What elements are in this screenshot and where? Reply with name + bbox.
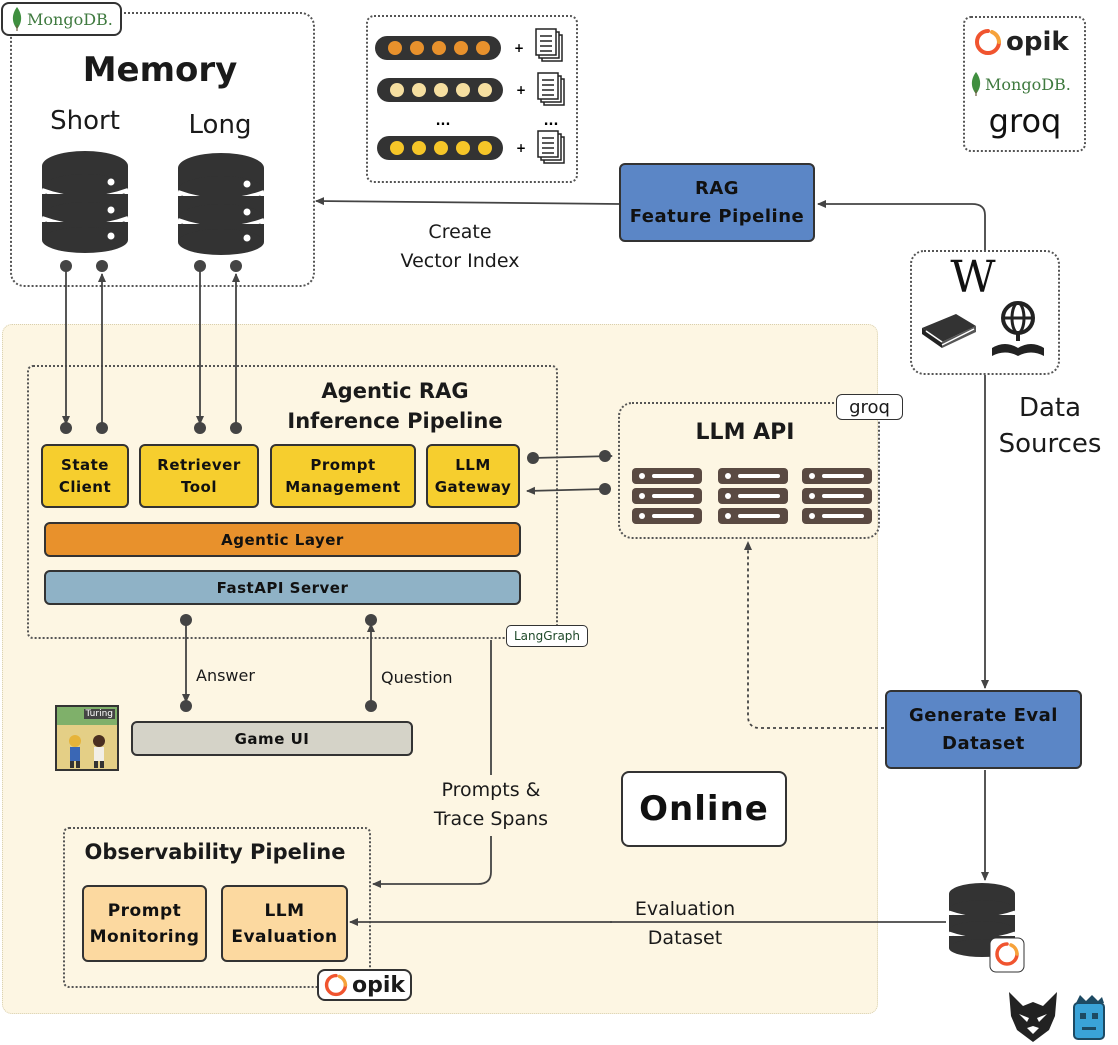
- llm-api-groq-badge: groq: [836, 394, 903, 420]
- embedding-row-2: [377, 78, 503, 102]
- memory-short-label: Short: [50, 106, 120, 136]
- agentic-layer-bar[interactable]: Agentic Layer: [44, 522, 521, 557]
- embedding-vectors-illustration: ... ... + + +: [375, 28, 565, 164]
- svg-text:+: +: [516, 83, 526, 97]
- opik-logo-text: opik: [1006, 27, 1069, 57]
- inference-pipeline-title: Agentic RAG Inference Pipeline: [287, 379, 503, 433]
- rag-to-memory-arrow: [315, 197, 620, 206]
- game-characters-icon: [69, 735, 105, 768]
- langgraph-badge: LangGraph: [506, 625, 588, 647]
- question-label: Question: [381, 668, 453, 687]
- llm-evaluation-box[interactable]: LLM Evaluation: [221, 885, 348, 962]
- groq-logo: groq: [988, 102, 1062, 140]
- observability-box: [63, 827, 371, 988]
- mongodb-leaf-icon: [12, 7, 22, 31]
- long-memory-database-icon: [177, 153, 265, 255]
- svg-text:+: +: [516, 141, 526, 155]
- embedding-row-3: [377, 136, 503, 160]
- generate-eval-dataset[interactable]: Generate Eval Dataset: [885, 690, 1082, 769]
- opik-ring-icon: [324, 973, 348, 997]
- llm-gateway-box[interactable]: LLM Gateway: [426, 444, 520, 508]
- game-thumbnail-caption: Turing: [83, 709, 115, 719]
- observability-badge-text: opik: [351, 972, 406, 998]
- mongodb-logo: MongoDB.: [970, 70, 1080, 98]
- inference-pipeline-box: [27, 365, 558, 639]
- rag-feature-pipeline[interactable]: RAG Feature Pipeline: [619, 163, 815, 242]
- embedding-row-1: [375, 36, 501, 60]
- evaluation-database-icon: [948, 883, 1025, 973]
- server-rack-icons: [632, 468, 872, 524]
- game-thumbnail: Turing: [55, 705, 119, 771]
- robot-mascot-icon: [1073, 995, 1105, 1040]
- game-ui-bar[interactable]: Game UI: [131, 721, 413, 756]
- prompt-management-box[interactable]: Prompt Management: [270, 444, 416, 508]
- prompts-trace-spans-label: Prompts & Trace Spans: [433, 779, 549, 830]
- document-stack-icon: [535, 28, 565, 164]
- svg-text:...: ...: [544, 114, 559, 129]
- data-sources-to-rag-arrow: [817, 200, 986, 250]
- vector-index-box: [366, 15, 578, 183]
- online-label: Online: [621, 771, 787, 847]
- memory-long-label: Long: [188, 110, 252, 140]
- evaluation-dataset-label: Evaluation Dataset: [634, 898, 736, 949]
- observability-opik-badge: opik: [317, 969, 412, 1001]
- mongodb-logo-text: MongoDB.: [985, 74, 1071, 94]
- wikipedia-icon: W: [950, 252, 996, 303]
- create-vector-index-label: Create Vector Index: [400, 221, 520, 272]
- memory-title: Memory: [82, 50, 238, 90]
- retriever-tool-box[interactable]: Retriever Tool: [139, 444, 259, 508]
- globe-book-icon: [992, 301, 1044, 356]
- svg-text:+: +: [514, 41, 524, 55]
- data-sources-label: Data Sources: [998, 393, 1102, 459]
- short-memory-database-icon: [41, 151, 129, 253]
- data-sources-box: [910, 250, 1060, 375]
- llm-api-title: LLM API: [695, 420, 795, 445]
- opik-ring-icon: [975, 29, 1001, 55]
- mongodb-leaf-icon: [971, 72, 981, 96]
- prompt-monitoring-box[interactable]: Prompt Monitoring: [82, 885, 207, 962]
- memory-badge-text: MongoDB.: [27, 9, 113, 29]
- answer-label: Answer: [196, 666, 255, 685]
- observability-title: Observability Pipeline: [84, 840, 346, 864]
- fastapi-server-bar[interactable]: FastAPI Server: [44, 570, 521, 605]
- svg-text:...: ...: [436, 114, 451, 129]
- book-icon: [922, 314, 976, 348]
- wolf-mascot-icon: [1009, 992, 1057, 1042]
- llm-api-box: [618, 402, 880, 539]
- opik-logo: opik: [974, 26, 1074, 58]
- state-client-box[interactable]: State Client: [41, 444, 129, 508]
- vendor-logos-box: [963, 16, 1086, 152]
- memory-box: [10, 12, 315, 287]
- memory-mongodb-badge: MongoDB.: [1, 2, 122, 36]
